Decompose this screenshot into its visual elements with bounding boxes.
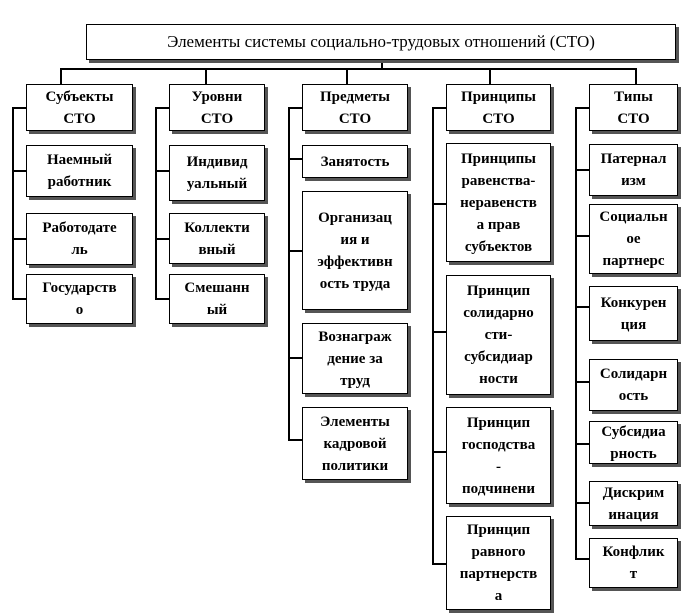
col2-tick xyxy=(155,170,169,172)
top-bus-line xyxy=(60,68,636,70)
col5-tick xyxy=(575,381,589,383)
column-header-types: Типы СТО xyxy=(589,84,678,131)
item-principle-dominance: Принцип господства - подчинени xyxy=(446,407,551,504)
item-collective: Коллекти вный xyxy=(169,213,265,264)
col2-tick xyxy=(155,107,169,109)
item-principle-partnership: Принцип равного партнерств а xyxy=(446,516,551,610)
item-principle-equality: Принципы равенства- неравенств а прав су… xyxy=(446,143,551,262)
item-competition: Конкурен ция xyxy=(589,286,678,341)
col2-tick xyxy=(155,298,169,300)
col1-spine-line xyxy=(12,108,14,299)
col4-spine-line xyxy=(432,108,434,564)
item-solidarity: Солидарн ость xyxy=(589,359,678,411)
col5-tick xyxy=(575,502,589,504)
item-mixed: Смешанн ый xyxy=(169,274,265,324)
item-conflict: Конфлик т xyxy=(589,538,678,588)
item-employer: Работодате ль xyxy=(26,213,133,265)
col3-tick xyxy=(288,357,302,359)
col-drop-line-2 xyxy=(205,68,207,84)
col5-spine-line xyxy=(575,108,577,559)
item-discrimination: Дискрим инация xyxy=(589,481,678,526)
col3-tick xyxy=(288,158,302,160)
col4-tick xyxy=(432,331,446,333)
col1-tick xyxy=(12,298,26,300)
col4-tick xyxy=(432,203,446,205)
diagram-title: Элементы системы социально-трудовых отно… xyxy=(86,24,676,60)
col-drop-line-3 xyxy=(346,68,348,84)
item-hr-policy: Элементы кадровой политики xyxy=(302,407,408,480)
col1-tick xyxy=(12,170,26,172)
col4-tick xyxy=(432,563,446,565)
col5-tick xyxy=(575,107,589,109)
item-individual: Индивид уальный xyxy=(169,145,265,201)
column-header-levels: Уровни СТО xyxy=(169,84,265,131)
col-drop-line-1 xyxy=(60,68,62,84)
item-subsidiarity: Субсидиа рность xyxy=(589,421,678,464)
title-stem-line xyxy=(381,60,383,69)
item-hired-worker: Наемный работник xyxy=(26,145,133,197)
col-drop-line-4 xyxy=(489,68,491,84)
col4-tick xyxy=(432,107,446,109)
col-drop-line-5 xyxy=(635,68,637,84)
item-remuneration: Вознаграж дение за труд xyxy=(302,323,408,394)
column-header-subjects: Субъекты СТО xyxy=(26,84,133,131)
item-labor-organization: Организац ия и эффективн ость труда xyxy=(302,191,408,310)
col1-tick xyxy=(12,107,26,109)
item-social-partnership: Социальн ое партнерс xyxy=(589,204,678,274)
col1-tick xyxy=(12,238,26,240)
col3-tick xyxy=(288,107,302,109)
col5-tick xyxy=(575,235,589,237)
col5-tick xyxy=(575,443,589,445)
column-header-subjects-matter: Предметы СТО xyxy=(302,84,408,131)
col2-tick xyxy=(155,238,169,240)
col5-tick xyxy=(575,558,589,560)
item-employment: Занятость xyxy=(302,145,408,178)
col5-tick xyxy=(575,306,589,308)
col3-spine-line xyxy=(288,108,290,440)
col4-tick xyxy=(432,451,446,453)
col3-tick xyxy=(288,439,302,441)
col3-tick xyxy=(288,250,302,252)
col5-tick xyxy=(575,169,589,171)
item-principle-solidarity: Принцип солидарно сти- субсидиар ности xyxy=(446,275,551,395)
column-header-principles: Принципы СТО xyxy=(446,84,551,131)
item-paternalism: Патернал изм xyxy=(589,144,678,196)
col2-spine-line xyxy=(155,108,157,299)
item-state: Государств о xyxy=(26,274,133,324)
